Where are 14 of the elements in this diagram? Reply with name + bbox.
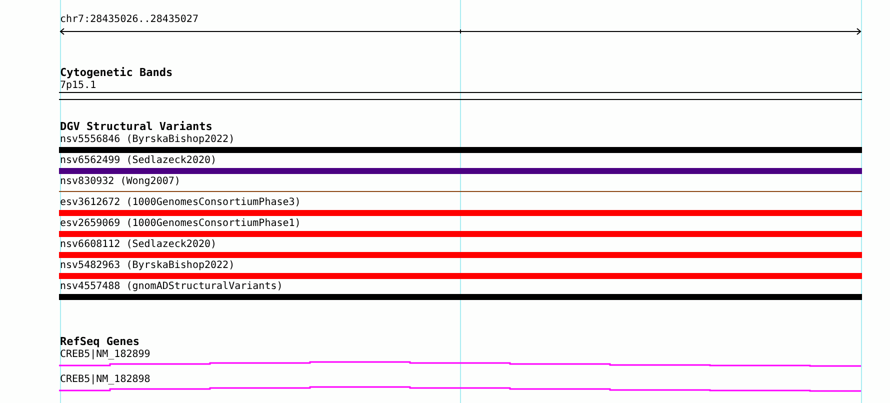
variant-label: nsv4557488 (gnomADStructuralVariants) (60, 281, 283, 293)
variant-label: esv3612672 (1000GenomesConsortiumPhase3) (60, 197, 301, 209)
variant-label: nsv5556846 (ByrskaBishop2022) (60, 134, 235, 146)
band-label: 7p15.1 (60, 80, 96, 92)
variant-label: nsv5482963 (ByrskaBishop2022) (60, 260, 235, 272)
track-title: RefSeq Genes (60, 336, 140, 348)
variant-label: nsv6562499 (Sedlazeck2020) (60, 155, 217, 167)
variant-label: esv2659069 (1000GenomesConsortiumPhase1) (60, 218, 301, 230)
gene-label: CREB5|NM_182899 (60, 349, 150, 361)
track-title: DGV Structural Variants (60, 121, 212, 133)
gene-label: CREB5|NM_182898 (60, 374, 150, 386)
variant-label: nsv830932 (Wong2007) (60, 176, 180, 188)
variant-label: nsv6608112 (Sedlazeck2020) (60, 239, 217, 251)
coordinate-label: chr7:28435026..28435027 (60, 14, 198, 26)
